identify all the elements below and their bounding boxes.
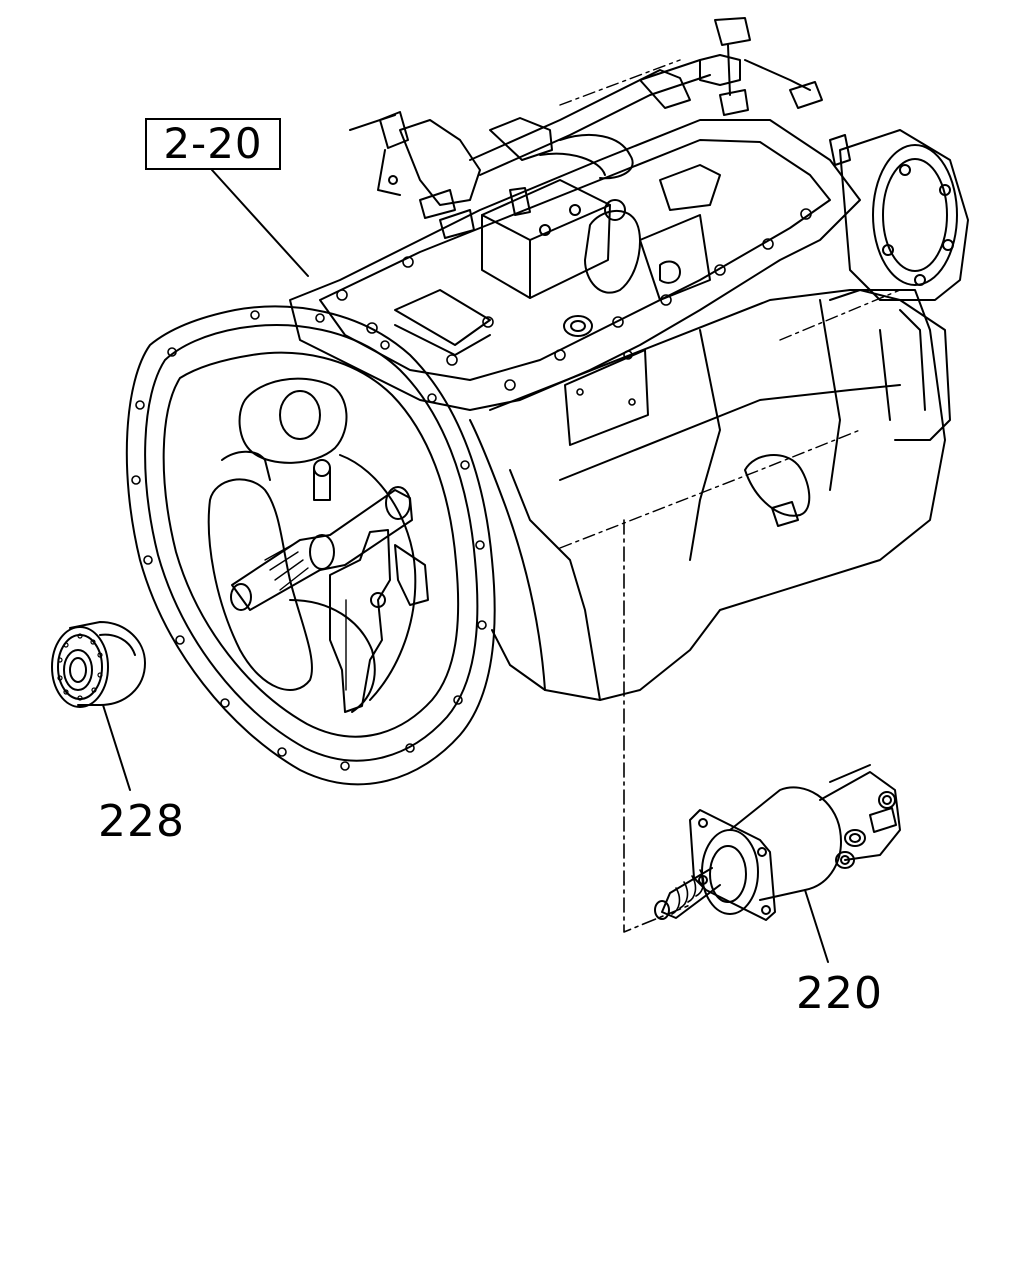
inner-web — [221, 450, 271, 481]
case-mid-line — [559, 384, 901, 481]
case-lower-line — [509, 469, 601, 701]
case-front-rim — [469, 419, 546, 691]
bell-housing-inner — [144, 324, 479, 762]
top-cover — [289, 119, 861, 411]
inner-rib-2 — [289, 599, 376, 713]
release-fork — [329, 529, 429, 713]
main-case-body — [489, 289, 946, 701]
bearing-callout-label: 228 — [98, 796, 185, 847]
case-rib-2 — [819, 299, 841, 491]
leader-2-20 — [211, 169, 309, 277]
top-cover-plate-2 — [394, 324, 491, 356]
leader-220 — [804, 889, 829, 963]
inner-cavity-left — [207, 478, 313, 691]
side-plate — [564, 349, 649, 446]
top-cover-inner — [319, 139, 831, 381]
inner-rib — [339, 454, 417, 701]
booster-callout-label: 220 — [796, 968, 883, 1019]
top-port-2 — [570, 320, 586, 332]
assembly-callout-label: 2-20 — [163, 119, 263, 168]
inner-cavity-upper — [238, 377, 348, 464]
bell-housing-inner-ring — [162, 351, 460, 738]
top-port — [563, 315, 593, 337]
drain-plug — [771, 501, 799, 527]
mounting-trace — [623, 519, 691, 933]
top-cover-plate — [394, 289, 491, 346]
case-rib-1 — [689, 329, 721, 561]
parting-lines — [559, 59, 901, 549]
transmission-assembly — [125, 17, 969, 786]
bell-housing-outer — [125, 305, 496, 786]
cover-bolts — [336, 208, 812, 406]
case-side-boss — [744, 453, 811, 517]
clutch-booster — [654, 764, 901, 921]
assembly-callout-box: 2-20 — [145, 118, 281, 170]
leader-228 — [102, 704, 131, 791]
flange-bolt-holes — [131, 310, 487, 771]
release-bearing — [51, 621, 146, 708]
shift-tower — [481, 179, 711, 301]
rear-housing — [829, 129, 969, 441]
air-piping — [349, 17, 823, 239]
input-shaft — [230, 459, 413, 611]
inner-port — [279, 390, 321, 440]
